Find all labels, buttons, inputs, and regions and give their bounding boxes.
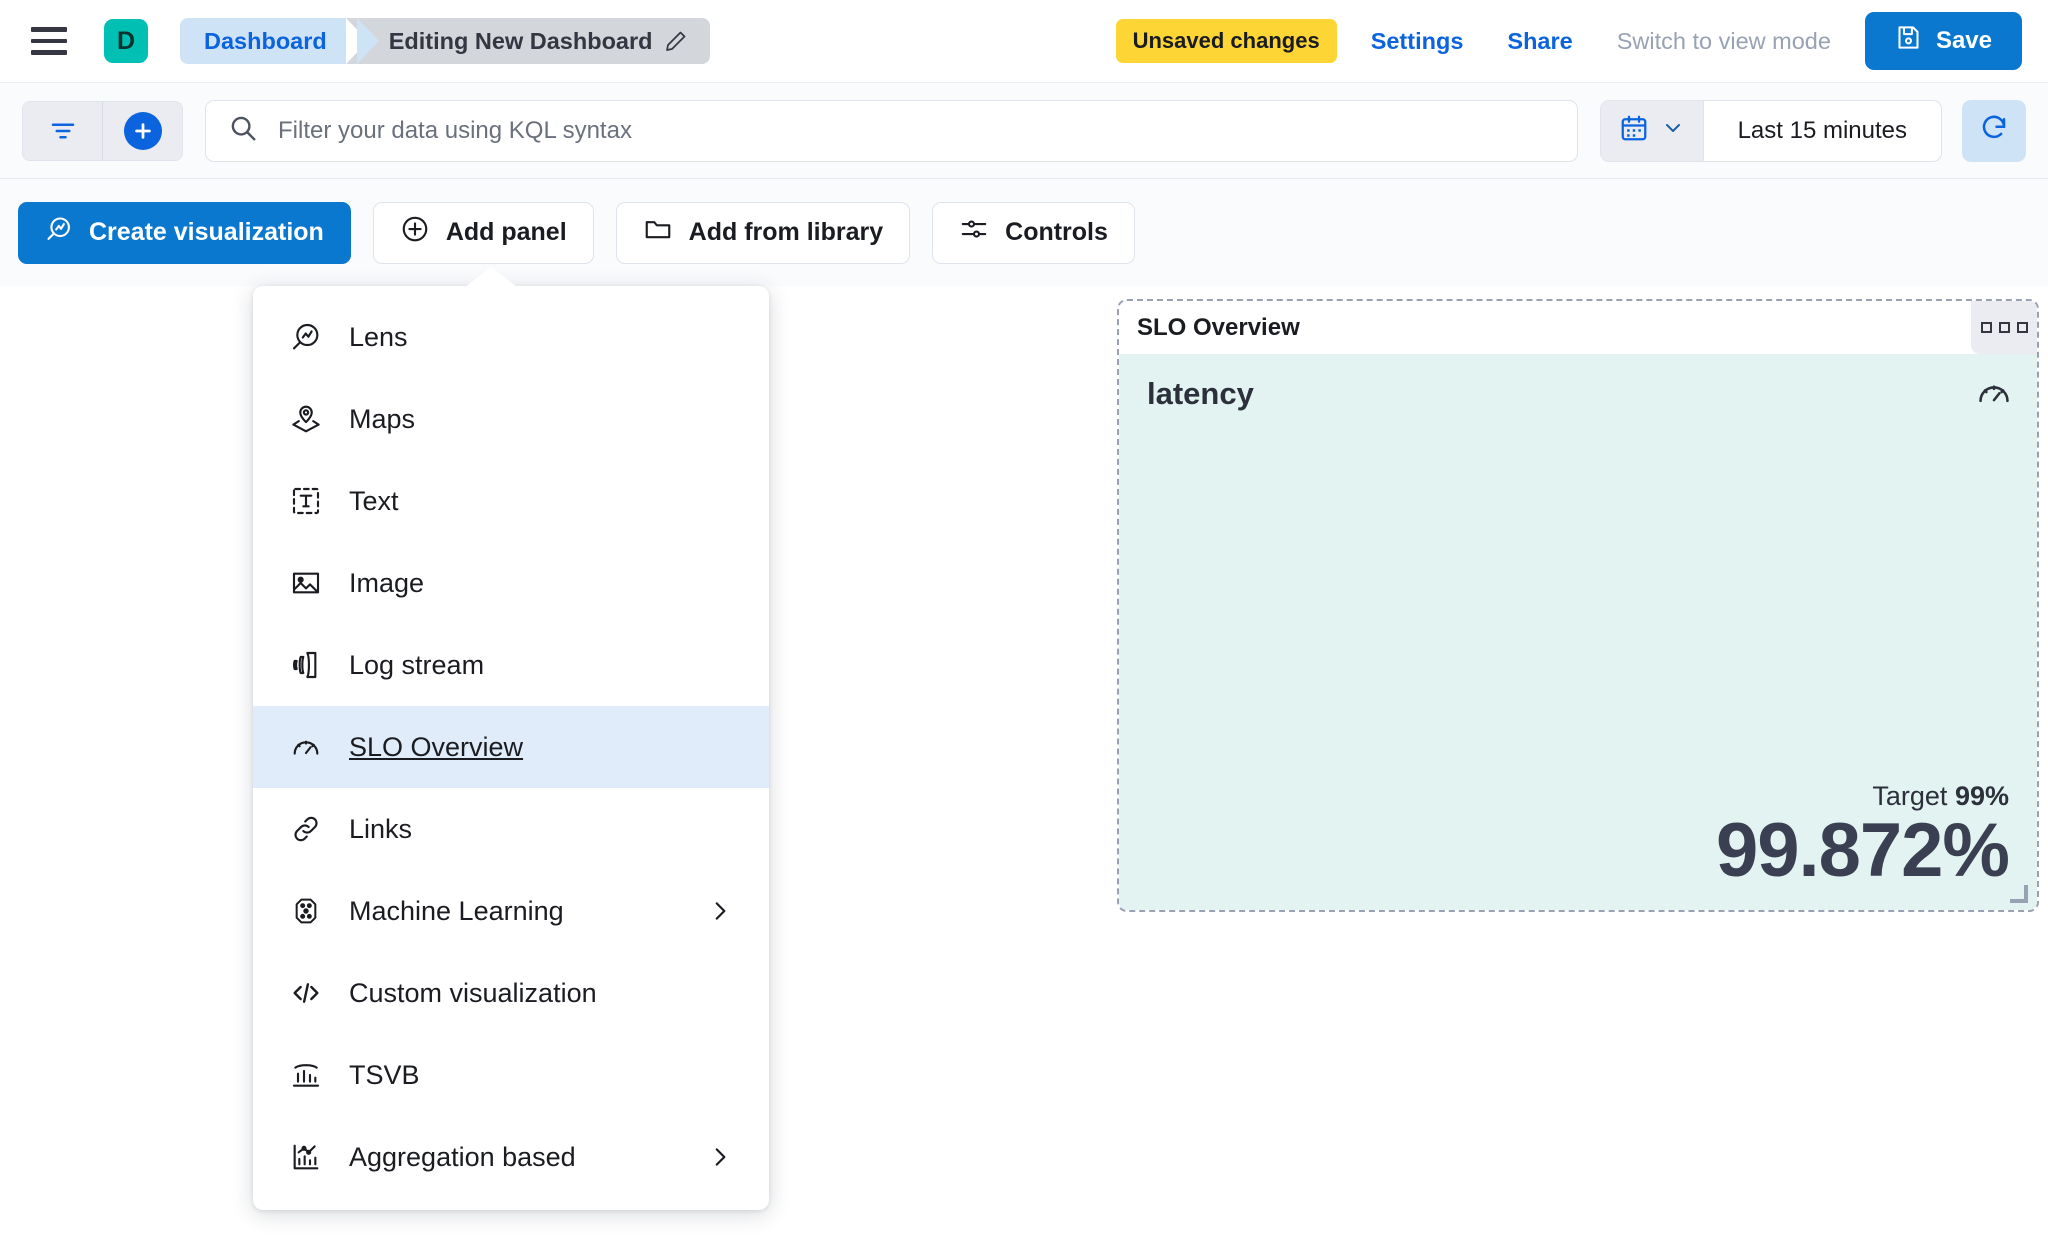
hamburger-menu-icon[interactable] [22, 14, 76, 68]
menu-item-links[interactable]: Links [253, 788, 769, 870]
calendar-quick-select[interactable] [1600, 100, 1704, 161]
breadcrumb-current-label: Editing New Dashboard [388, 27, 653, 54]
controls-label: Controls [1005, 218, 1108, 246]
slo-name: latency [1147, 376, 1254, 411]
menu-item-label: Custom visualization [349, 977, 597, 1008]
menu-item-label: Log stream [349, 649, 485, 680]
add-from-library-button[interactable]: Add from library [615, 201, 911, 264]
panel-title: SLO Overview [1137, 313, 1300, 341]
log-stream-icon [289, 648, 323, 682]
menu-item-label: Lens [349, 321, 408, 352]
menu-item-machine-learning[interactable]: Machine Learning [253, 870, 769, 952]
time-range-display[interactable]: Last 15 minutes [1737, 116, 1907, 144]
menu-item-text[interactable]: Text [253, 460, 769, 542]
code-icon [289, 976, 323, 1010]
text-box-icon [289, 484, 323, 518]
add-filter-button[interactable] [102, 101, 182, 160]
add-from-library-label: Add from library [688, 218, 884, 246]
menu-item-label: TSVB [349, 1059, 420, 1090]
controls-button[interactable]: Controls [932, 201, 1135, 264]
date-picker[interactable]: Last 15 minutes [1599, 99, 1942, 162]
menu-item-tsvb[interactable]: TSVB [253, 1034, 769, 1116]
menu-item-label: Image [349, 567, 425, 598]
aggregation-icon [289, 1140, 323, 1174]
map-pin-layers-icon [289, 402, 323, 436]
calendar-icon [1619, 113, 1649, 148]
gauge-icon [1975, 374, 2013, 417]
search-input-placeholder: Filter your data using KQL syntax [278, 116, 632, 144]
chevron-right-icon [707, 1144, 733, 1170]
sliders-icon [959, 214, 989, 251]
filter-icon[interactable] [23, 101, 102, 160]
save-disk-icon [1895, 24, 1922, 58]
breadcrumb-item-current[interactable]: Editing New Dashboard [345, 18, 710, 64]
breadcrumb-root-label: Dashboard [204, 27, 327, 54]
dashboard-toolbar: Create visualization Add panel Add from … [0, 179, 2048, 286]
avatar[interactable]: D [104, 19, 148, 63]
dashboard-panel-slo-overview[interactable]: SLO Overview latency Target [1117, 299, 2039, 912]
avatar-letter: D [116, 26, 136, 55]
menu-item-lens[interactable]: Lens [253, 296, 769, 378]
menu-item-label: Text [349, 485, 399, 516]
top-header: D Dashboard Editing New Dashboard Unsave… [0, 0, 2048, 83]
search-icon [228, 113, 258, 148]
slo-target-value: 99% [1954, 780, 2009, 811]
refresh-icon [1979, 113, 2009, 148]
menu-item-label: SLO Overview [349, 731, 524, 762]
create-visualization-label: Create visualization [89, 218, 324, 246]
switch-view-mode-link[interactable]: Switch to view mode [1616, 27, 1831, 54]
menu-item-image[interactable]: Image [253, 542, 769, 624]
menu-item-label: Machine Learning [349, 895, 564, 926]
filter-controls [22, 100, 183, 161]
plus-circle-icon [400, 214, 430, 251]
pencil-icon[interactable] [664, 29, 688, 53]
menu-item-label: Links [349, 813, 413, 844]
slo-target-label: Target [1872, 780, 1948, 811]
share-link[interactable]: Share [1507, 27, 1573, 54]
refresh-button[interactable] [1962, 99, 2026, 162]
panel-header: SLO Overview [1119, 301, 2037, 354]
slo-values: Target 99% 99.872% [1715, 781, 2010, 893]
add-panel-button[interactable]: Add panel [372, 201, 594, 264]
link-icon [289, 812, 323, 846]
panel-resize-handle[interactable] [2010, 885, 2028, 903]
header-actions: Unsaved changes Settings Share Switch to… [1115, 12, 2048, 70]
create-visualization-button[interactable]: Create visualization [18, 201, 351, 264]
folder-icon [643, 214, 673, 251]
breadcrumb: Dashboard Editing New Dashboard [180, 18, 710, 64]
menu-item-maps[interactable]: Maps [253, 378, 769, 460]
breadcrumb-item-dashboard[interactable]: Dashboard [180, 18, 379, 64]
search-input[interactable]: Filter your data using KQL syntax [205, 99, 1578, 162]
save-button-label: Save [1935, 27, 1992, 54]
plus-icon [123, 111, 162, 150]
slo-target: Target 99% [1716, 781, 2009, 812]
menu-arrow [465, 267, 517, 287]
lens-icon [45, 215, 73, 250]
slo-current-value: 99.872% [1715, 807, 2010, 893]
save-button[interactable]: Save [1864, 12, 2022, 70]
menu-item-aggregation-based[interactable]: Aggregation based [253, 1116, 769, 1198]
chevron-right-icon [707, 898, 733, 924]
lens-icon [289, 320, 323, 354]
settings-link[interactable]: Settings [1370, 27, 1464, 54]
panel-body: latency Target 99% 99.872% [1119, 354, 2037, 910]
image-icon [289, 566, 323, 600]
menu-item-slo-overview[interactable]: SLO Overview [253, 706, 769, 788]
menu-item-custom-visualization[interactable]: Custom visualization [253, 952, 769, 1034]
menu-item-label: Maps [349, 403, 416, 434]
panel-context-menu-icon[interactable] [1971, 301, 2037, 354]
menu-item-label: Aggregation based [349, 1141, 576, 1172]
query-bar: Filter your data using KQL syntax [0, 83, 2048, 179]
machine-learning-icon [289, 894, 323, 928]
chevron-down-icon [1661, 116, 1685, 145]
menu-item-log-stream[interactable]: Log stream [253, 624, 769, 706]
status-badge: Unsaved changes [1115, 19, 1337, 63]
gauge-icon [289, 730, 323, 764]
add-panel-label: Add panel [445, 218, 567, 246]
tsvb-icon [289, 1058, 323, 1092]
